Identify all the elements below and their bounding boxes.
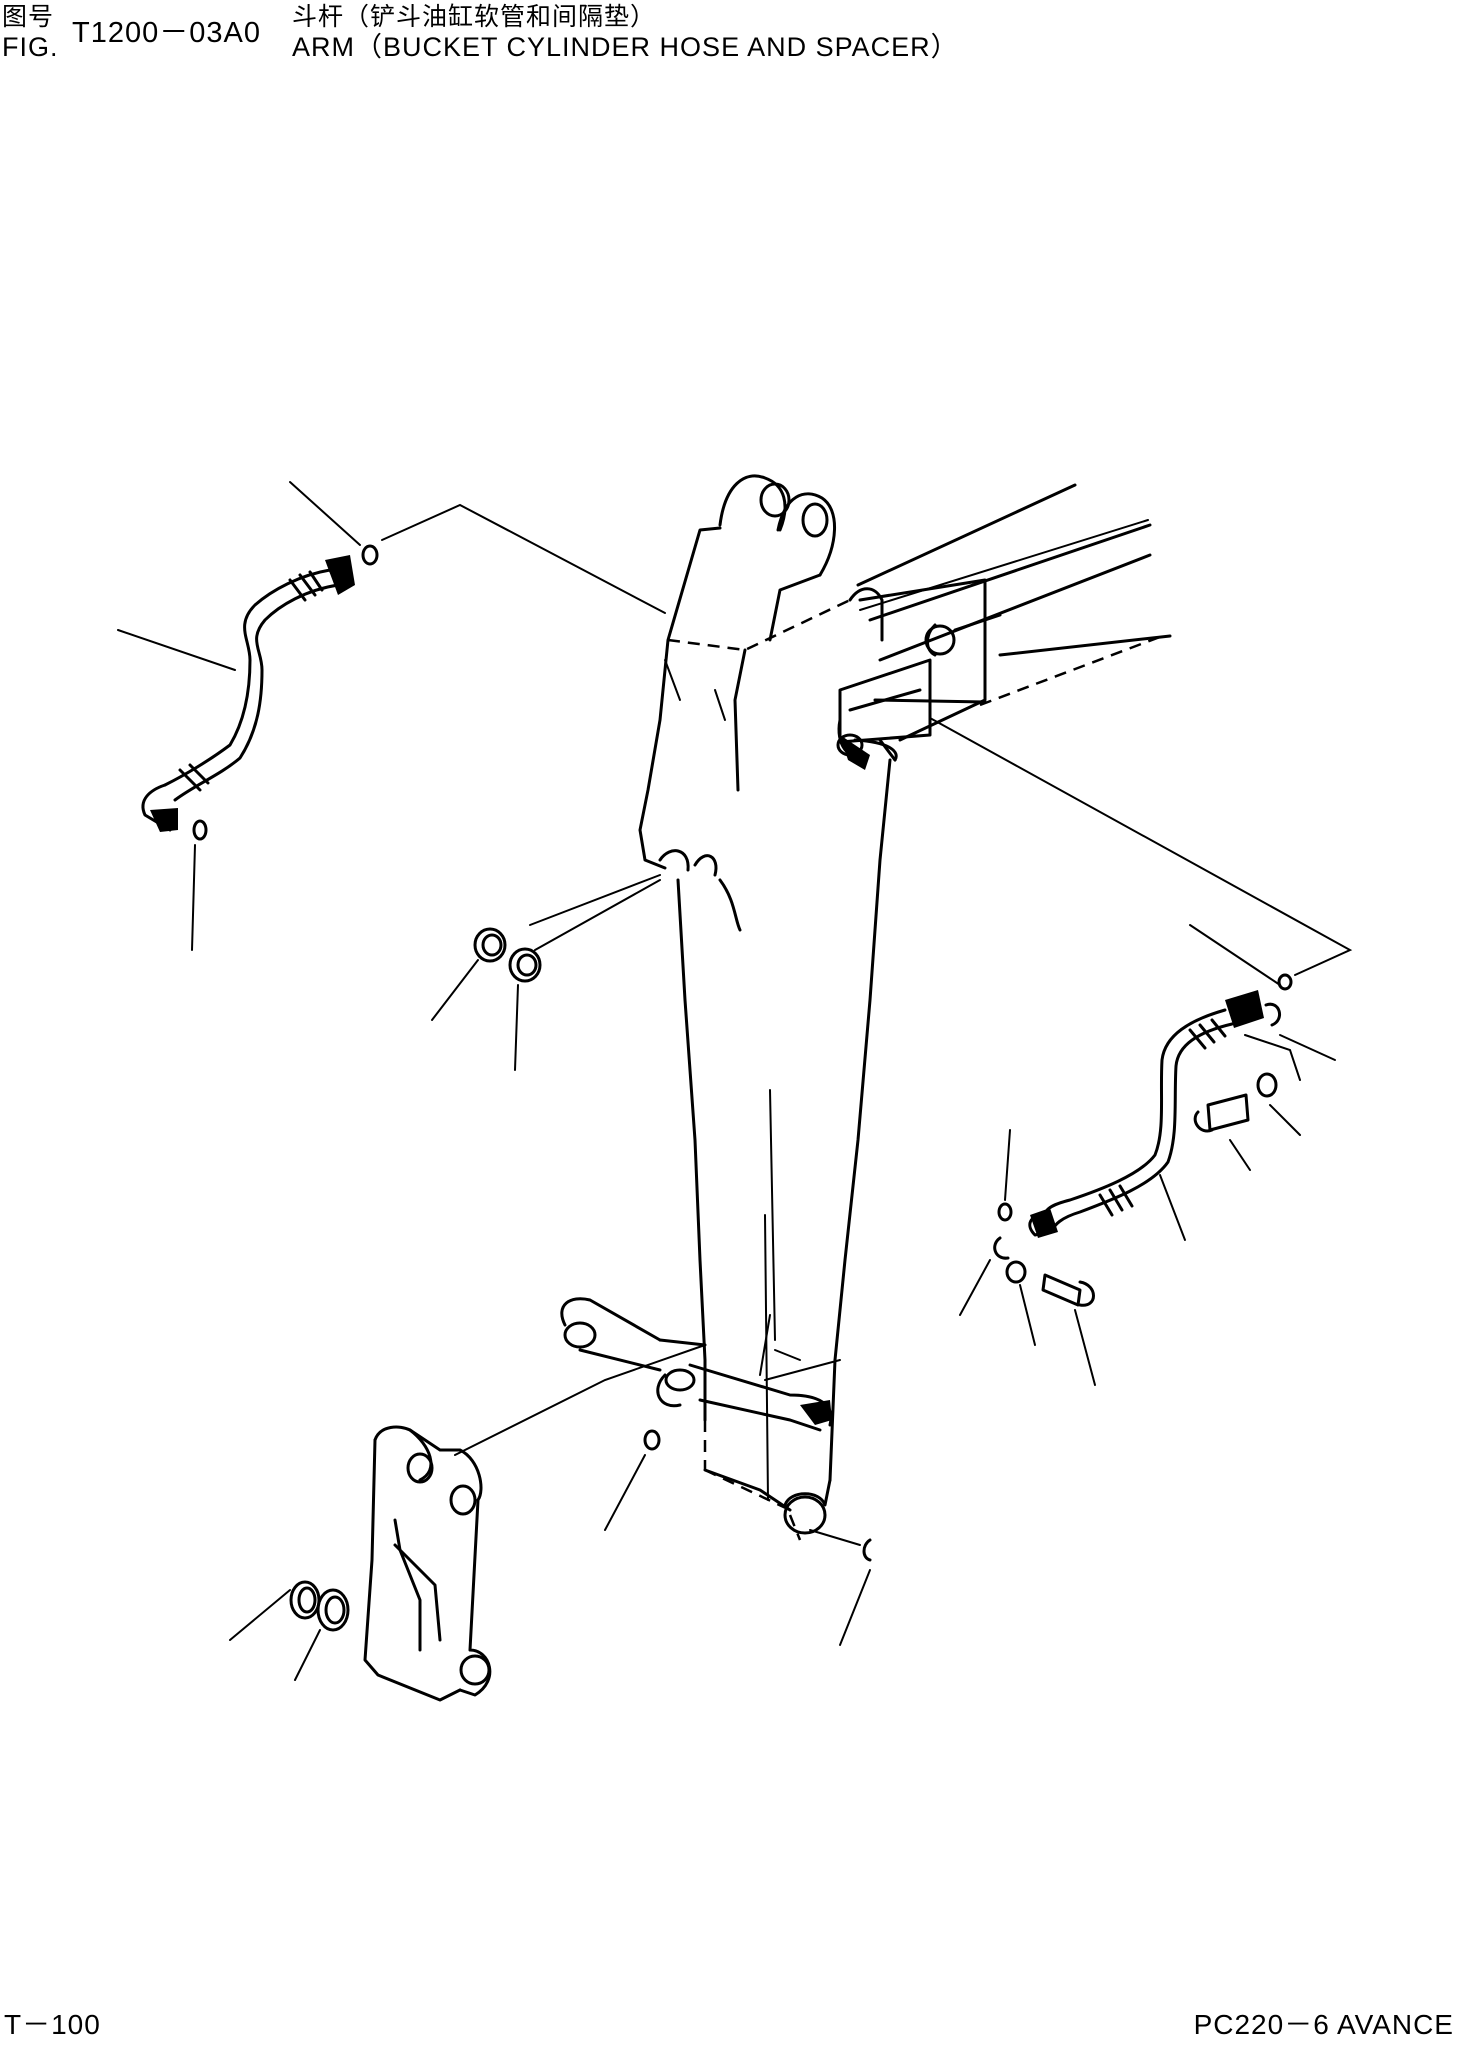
leader-lines bbox=[117, 481, 1353, 1681]
washer bbox=[1005, 1072, 1278, 1284]
page-code: T－100 bbox=[4, 2009, 101, 2040]
title-chinese: 斗杆（铲斗油缸软管和间隔垫） bbox=[292, 2, 657, 31]
clamp bbox=[993, 1002, 1281, 1260]
link bbox=[560, 1297, 833, 1432]
shim-ring bbox=[289, 927, 542, 1632]
model-name: PC220－6 AVANCE bbox=[1193, 2009, 1454, 2040]
fig-label-cn: 图号 bbox=[2, 2, 55, 31]
fig-label: FIG. bbox=[2, 32, 59, 62]
hose-right bbox=[1028, 990, 1264, 1238]
spacer bbox=[363, 1425, 492, 1702]
title-english: ARM（BUCKET CYLINDER HOSE AND SPACER） bbox=[292, 32, 959, 62]
o-ring bbox=[192, 544, 1293, 1562]
figure-number: T1200－03A0 bbox=[72, 17, 261, 49]
hose-left bbox=[141, 555, 355, 832]
arm bbox=[638, 474, 1172, 1541]
bolt bbox=[1041, 1093, 1250, 1307]
